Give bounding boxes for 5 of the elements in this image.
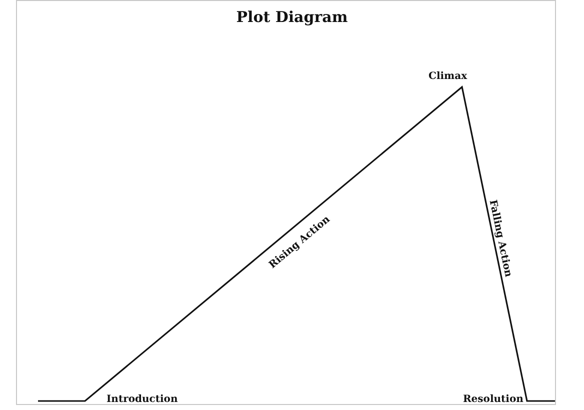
- stage-label: Resolution: [463, 394, 524, 404]
- diagram-title: Plot Diagram: [235, 8, 349, 26]
- stage-label: Introduction: [106, 394, 178, 404]
- stage-label: Climax: [428, 70, 468, 82]
- stage-label: Falling Action: [486, 198, 514, 278]
